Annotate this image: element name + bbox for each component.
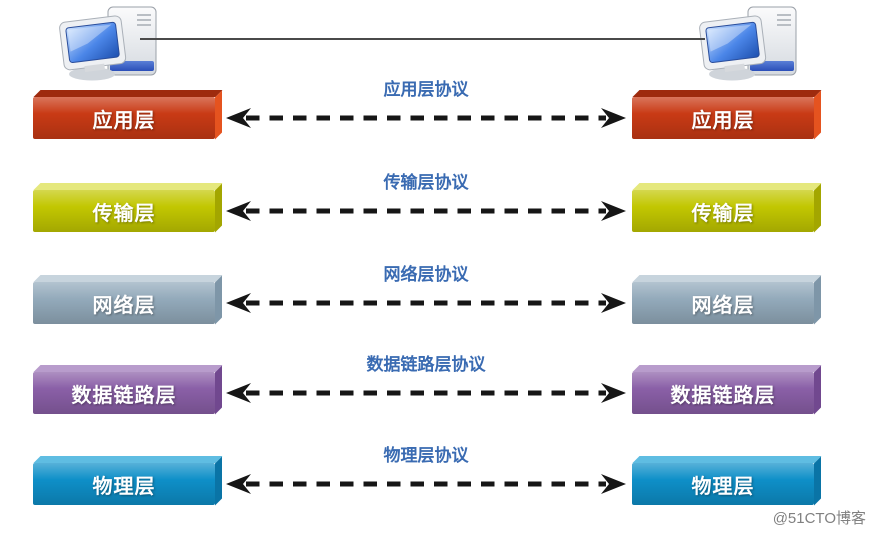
box-side-face — [215, 275, 222, 324]
layer-row-physical: 物理层协议 物理层 物理层 — [0, 446, 870, 513]
layer-row-transport: 传输层协议 传输层 传输层 — [0, 173, 870, 240]
layer-box-label: 传输层 — [33, 190, 215, 232]
layer-box-label: 传输层 — [632, 190, 814, 232]
box-top-face — [632, 183, 821, 190]
layer-box-label: 网络层 — [632, 282, 814, 324]
layer-row-datalink: 数据链路层协议 数据链路层 数据链路层 — [0, 355, 870, 422]
box-side-face — [215, 456, 222, 505]
layer-box-left: 应用层 — [33, 90, 222, 139]
bidirectional-dashed-arrow — [226, 292, 626, 314]
layer-box-label: 物理层 — [632, 463, 814, 505]
box-top-face — [33, 275, 222, 282]
box-side-face — [215, 365, 222, 414]
layer-box-right: 物理层 — [632, 456, 821, 505]
bidirectional-dashed-arrow — [226, 200, 626, 222]
box-top-face — [632, 365, 821, 372]
bidirectional-dashed-arrow — [226, 473, 626, 495]
layer-box-label: 应用层 — [632, 97, 814, 139]
box-side-face — [215, 90, 222, 139]
layer-box-right: 数据链路层 — [632, 365, 821, 414]
layer-box-left: 网络层 — [33, 275, 222, 324]
bidirectional-dashed-arrow — [226, 107, 626, 129]
protocol-label: 物理层协议 — [383, 446, 469, 465]
protocol-label: 应用层协议 — [383, 80, 469, 99]
watermark-text: @51CTO博客 — [772, 510, 866, 527]
layer-box-label: 物理层 — [33, 463, 215, 505]
layer-box-left: 传输层 — [33, 183, 222, 232]
physical-link-line — [140, 38, 705, 40]
box-top-face — [33, 183, 222, 190]
computer-icon — [58, 4, 170, 82]
layer-box-right: 传输层 — [632, 183, 821, 232]
layer-box-label: 网络层 — [33, 282, 215, 324]
protocol-label: 传输层协议 — [383, 173, 469, 192]
layer-box-label: 数据链路层 — [33, 372, 215, 414]
layer-box-label: 数据链路层 — [632, 372, 814, 414]
layer-row-network: 网络层协议 网络层 网络层 — [0, 265, 870, 332]
layer-box-left: 物理层 — [33, 456, 222, 505]
box-top-face — [632, 275, 821, 282]
bidirectional-dashed-arrow — [226, 382, 626, 404]
box-side-face — [814, 456, 821, 505]
box-top-face — [632, 90, 821, 97]
box-side-face — [814, 183, 821, 232]
layer-box-label: 应用层 — [33, 97, 215, 139]
box-side-face — [814, 275, 821, 324]
protocol-label: 网络层协议 — [383, 265, 469, 284]
box-top-face — [33, 90, 222, 97]
box-side-face — [814, 365, 821, 414]
box-top-face — [33, 365, 222, 372]
layer-row-application: 应用层协议 应用层 应用层 — [0, 80, 870, 147]
box-top-face — [33, 456, 222, 463]
box-side-face — [814, 90, 821, 139]
protocol-label: 数据链路层协议 — [366, 355, 486, 374]
layer-box-right: 应用层 — [632, 90, 821, 139]
layer-box-right: 网络层 — [632, 275, 821, 324]
computer-icon — [698, 4, 810, 82]
box-top-face — [632, 456, 821, 463]
box-side-face — [215, 183, 222, 232]
layer-box-left: 数据链路层 — [33, 365, 222, 414]
